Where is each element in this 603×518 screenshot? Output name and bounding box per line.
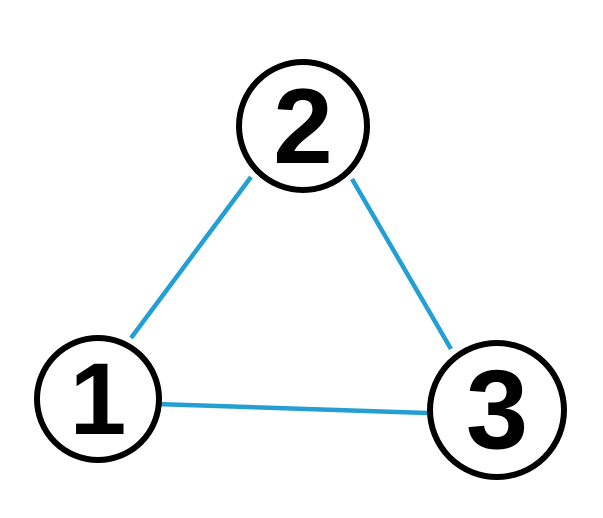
edge-2-3 [350,177,453,351]
node-label: 2 [273,65,333,186]
node-1: 1 [34,335,162,463]
node-2: 2 [236,59,370,193]
node-3: 3 [427,340,567,480]
edge-1-2 [129,175,253,340]
node-label: 1 [69,342,127,456]
edge-1-3 [155,401,429,416]
node-label: 3 [465,347,529,472]
